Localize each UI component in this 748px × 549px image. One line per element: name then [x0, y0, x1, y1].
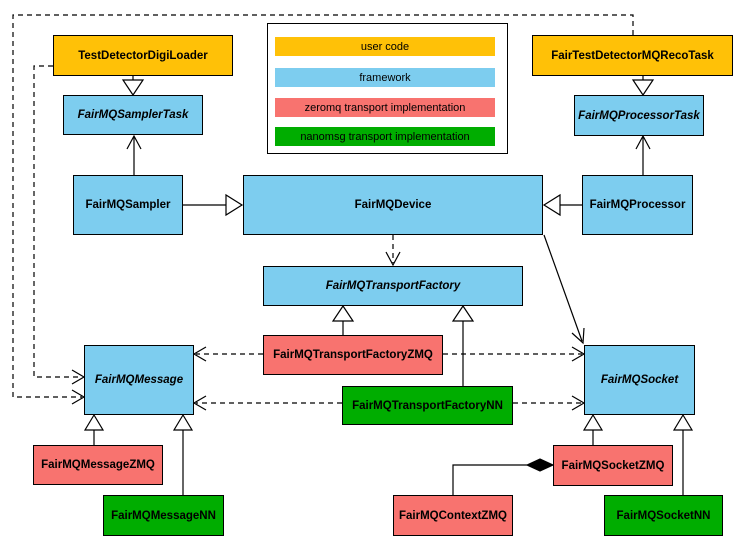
node-fairmqsampler: FairMQSampler — [73, 175, 183, 235]
inheritance-arrow-socketzmq-socket — [582, 413, 604, 445]
node-fairmqprocessor: FairMQProcessor — [582, 175, 693, 235]
inheritance-arrow-socketnn-socket — [672, 413, 694, 495]
node-fairmqtransportfactory: FairMQTransportFactory — [263, 266, 523, 306]
inheritance-arrow-messagezmq-message — [83, 413, 105, 445]
association-arrow-device-socket — [543, 234, 585, 345]
node-fairmqmessage: FairMQMessage — [84, 345, 194, 415]
inheritance-arrow-transportfactoryzmq-transportfactory — [331, 304, 355, 335]
dependency-arrow-transportfactoryzmq-socket — [443, 346, 586, 362]
node-fairmqsocketzmq: FairMQSocketZMQ — [553, 445, 673, 486]
node-fairtestdetectormqrecotask: FairTestDetectorMQRecoTask — [532, 35, 733, 76]
inheritance-arrow-digiloader-samplertask — [121, 76, 145, 97]
node-fairmqtransportfactorynn: FairMQTransportFactoryNN — [342, 386, 513, 425]
node-testdetectordigiloader: TestDetectorDigiLoader — [53, 35, 233, 76]
inheritance-arrow-recotask-processortask — [631, 76, 655, 97]
dependency-arrow-transportfactorynn-socket — [513, 395, 586, 411]
node-fairmqtransportfactoryzmq: FairMQTransportFactoryZMQ — [263, 335, 443, 375]
dependency-arrow-transportfactoryzmq-message — [192, 346, 263, 362]
inheritance-arrow-messagenn-message — [172, 413, 194, 495]
node-fairmqmessagezmq: FairMQMessageZMQ — [33, 445, 163, 485]
legend-item-user-code: user code — [275, 37, 495, 56]
legend-item-zeromq: zeromq transport implementation — [275, 98, 495, 117]
association-arrow-processor-processortask — [635, 134, 651, 175]
dependency-arrow-device-transportfactory — [385, 235, 401, 267]
legend-item-framework: framework — [275, 68, 495, 87]
composition-arrow-contextzmq-socketzmq — [452, 458, 555, 495]
inheritance-arrow-sampler-device — [183, 193, 244, 217]
node-fairmqsocketnn: FairMQSocketNN — [604, 495, 723, 536]
legend-item-nanomsg: nanomsg transport implementation — [275, 127, 495, 146]
association-arrow-sampler-samplertask — [126, 134, 142, 175]
node-fairmqdevice: FairMQDevice — [243, 175, 543, 235]
node-fairmqsamplertask: FairMQSamplerTask — [63, 95, 203, 135]
inheritance-arrow-processor-device — [542, 193, 582, 217]
legend-box: user code framework zeromq transport imp… — [267, 23, 508, 154]
node-fairmqcontextzmq: FairMQContextZMQ — [393, 495, 513, 536]
dependency-arrow-transportfactorynn-message — [192, 395, 342, 411]
inheritance-arrow-transportfactorynn-transportfactory — [451, 304, 475, 386]
node-fairmqprocessortask: FairMQProcessorTask — [574, 95, 704, 136]
node-fairmqmessagenn: FairMQMessageNN — [103, 495, 224, 536]
node-fairmqsocket: FairMQSocket — [584, 345, 695, 415]
